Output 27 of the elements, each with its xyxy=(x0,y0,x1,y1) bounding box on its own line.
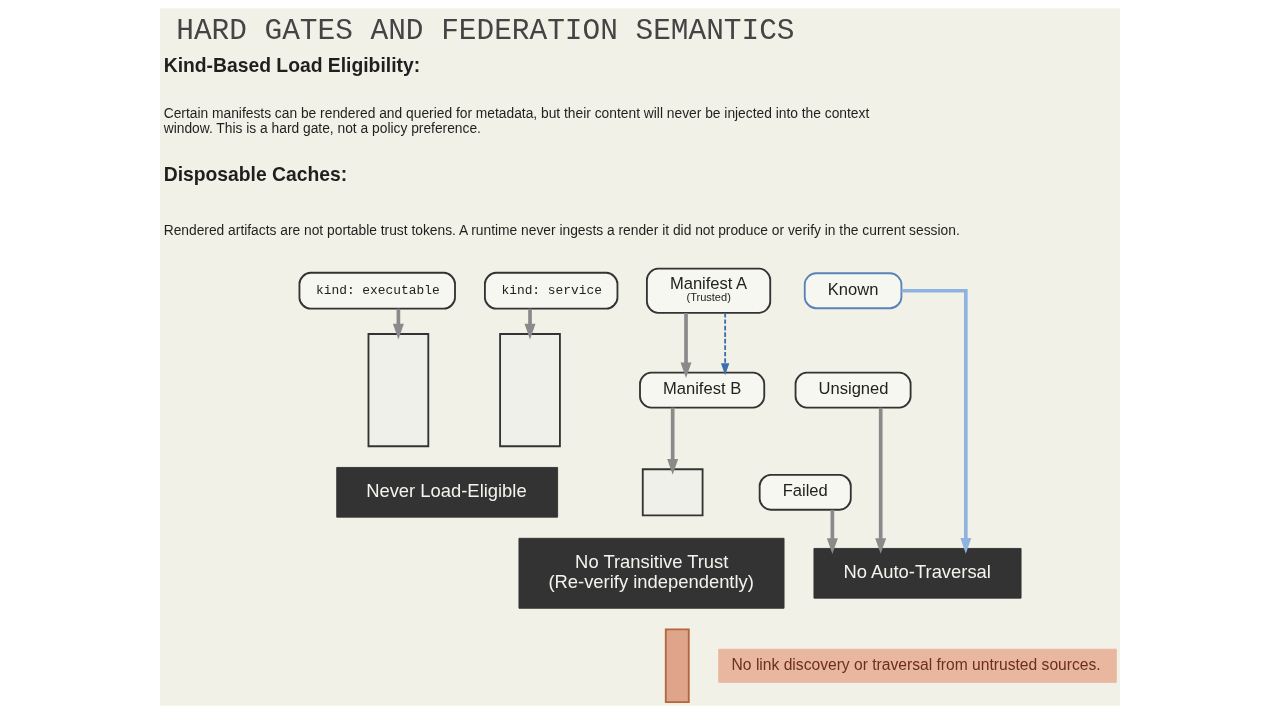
node-box: No Transitive Trust (Re-verify independently) xyxy=(518,537,785,609)
arrow xyxy=(680,313,692,379)
arrow xyxy=(826,509,838,554)
arrow xyxy=(875,407,887,554)
diagram-title: HARD GATES AND FEDERATION SEMANTICS xyxy=(176,14,795,49)
node-box: kind: executable xyxy=(298,271,456,310)
arrow xyxy=(667,407,679,475)
node-box: Failed xyxy=(758,473,852,511)
node-box: Manifest A (Trusted) xyxy=(646,267,772,314)
label: Disposable Caches: xyxy=(163,164,348,186)
node-box: Manifest B xyxy=(639,371,766,409)
node-box: No Auto-Traversal xyxy=(813,548,1022,599)
node-box: Unsigned xyxy=(794,371,912,409)
arrow xyxy=(524,308,536,340)
label: Kind-Based Load Eligibility: xyxy=(163,55,421,77)
node-box: No link discovery or traversal from untrusted sources. xyxy=(718,648,1117,683)
label: Certain manifests can be rendered and queried for metadata, but their content will never be injected into the context window. This is a hard gate, not a policy preference. xyxy=(163,105,870,137)
arrow xyxy=(901,288,972,554)
node-box: Known xyxy=(803,272,903,310)
node-bar xyxy=(367,333,430,448)
node-bar xyxy=(499,333,561,448)
arrow xyxy=(720,312,730,376)
node-bar xyxy=(641,468,704,517)
node-box: kind: service xyxy=(484,271,619,310)
label: Rendered artifacts are not portable trust tokens. A runtime never ingests a render it did not produce or verify in the current session. xyxy=(163,222,960,238)
node-box: Never Load-Eligible xyxy=(336,467,559,518)
node-bar xyxy=(664,628,690,704)
